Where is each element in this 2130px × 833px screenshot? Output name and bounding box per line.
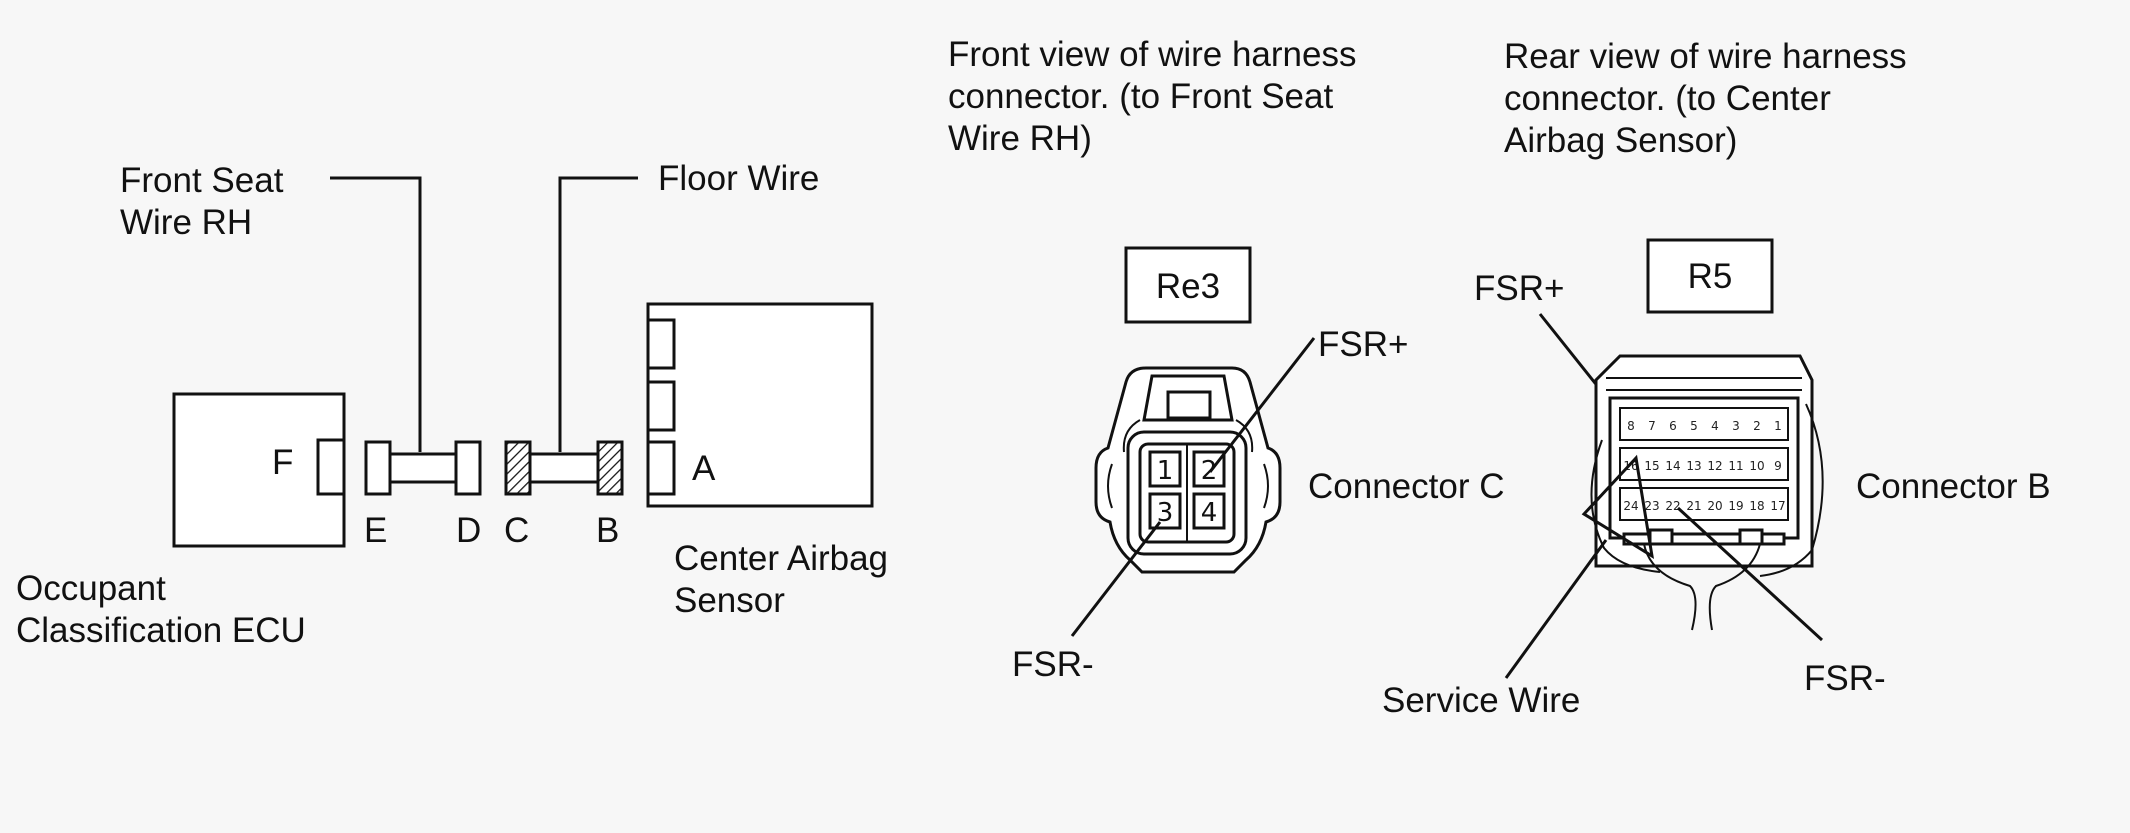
r5-pin-22: 22 — [1665, 499, 1680, 513]
r5-pin-9: 9 — [1774, 459, 1782, 473]
connector-a-port — [646, 440, 676, 496]
connector-d — [454, 440, 482, 496]
re3-pin-1: 1 — [1157, 456, 1174, 486]
r5-pin-6: 6 — [1669, 419, 1677, 433]
r5-pin-row-1-frame — [1619, 407, 1789, 441]
r5-fsr-plus-label: FSR+ — [1474, 269, 1564, 308]
r5-pin-11: 11 — [1728, 459, 1743, 473]
system-overview: Front Seat Wire RH Floor Wire F E D C B — [16, 159, 888, 650]
floor-wire-harness — [528, 452, 600, 484]
re3-connector-name: Connector C — [1308, 467, 1504, 506]
connector-f-port — [316, 438, 346, 496]
r5-wire-bundle — [1643, 543, 1761, 631]
floor-wire-label: Floor Wire — [658, 159, 819, 198]
re3-pin-4: 4 — [1201, 498, 1218, 528]
r5-code-box — [1646, 238, 1774, 314]
r5-fsr-minus-leader — [1676, 506, 1824, 642]
r5-pin-13: 13 — [1686, 459, 1701, 473]
r5-foot-left — [1648, 528, 1674, 546]
r5-pin-14: 14 — [1665, 459, 1680, 473]
service-wire-leader — [1504, 539, 1608, 679]
r5-fsr-minus-label: FSR- — [1804, 659, 1886, 698]
re3-pin-1-cell — [1148, 450, 1182, 488]
occupant-ecu-label-line2: Classification ECU — [16, 611, 306, 650]
connector-d-label: D — [456, 511, 481, 550]
r5-pin-4: 4 — [1711, 419, 1719, 433]
re3-fsr-plus-label: FSR+ — [1318, 325, 1408, 364]
re3-code-box — [1124, 246, 1252, 324]
r5-pin-19: 19 — [1728, 499, 1743, 513]
r5-connector-name: Connector B — [1856, 467, 2051, 506]
r5-pin-10: 10 — [1749, 459, 1764, 473]
rear-view-panel: Rear view of wire harness connector. (to… — [1382, 37, 2051, 720]
r5-pin-12: 12 — [1707, 459, 1722, 473]
re3-fsr-plus-leader — [1208, 337, 1316, 473]
r5-pin-15: 15 — [1644, 459, 1659, 473]
center-airbag-label-line1: Center Airbag — [674, 539, 888, 578]
front-seat-wire-harness — [388, 452, 458, 484]
r5-pin-7: 7 — [1648, 419, 1656, 433]
connector-e-label: E — [364, 511, 387, 550]
front-seat-wire-label-line2: Wire RH — [120, 203, 252, 242]
front-view-caption-line2: connector. (to Front Seat — [948, 77, 1333, 116]
floor-wire-leader — [558, 176, 638, 452]
r5-pin-5: 5 — [1690, 419, 1698, 433]
front-seat-wire-leader — [330, 176, 422, 452]
occupant-ecu-label-line1: Occupant — [16, 569, 166, 608]
front-view-panel: Front view of wire harness connector. (t… — [948, 35, 1504, 684]
r5-pin-row-3-frame — [1619, 487, 1789, 521]
re3-pin-2-cell — [1192, 450, 1226, 488]
r5-pin-row-2-frame — [1619, 447, 1789, 481]
front-view-caption-line1: Front view of wire harness — [948, 35, 1356, 74]
connector-c — [504, 440, 532, 496]
re3-latch-tab — [1166, 390, 1212, 420]
re3-latch-arms — [1122, 419, 1254, 453]
rear-view-caption-line1: Rear view of wire harness — [1504, 37, 1907, 76]
r5-pin-23: 23 — [1644, 499, 1659, 513]
r5-pin-21: 21 — [1686, 499, 1701, 513]
connector-a-label: A — [692, 449, 716, 488]
r5-pin-17: 17 — [1770, 499, 1785, 513]
center-airbag-label-line2: Sensor — [674, 581, 785, 620]
r5-code-label: R5 — [1688, 257, 1733, 296]
r5-pin-8: 8 — [1627, 419, 1635, 433]
re3-code-label: Re3 — [1156, 267, 1220, 306]
re3-pin-4-cell — [1192, 492, 1226, 530]
center-airbag-sensor-box — [646, 302, 874, 508]
service-wire-loop — [1581, 454, 1655, 560]
r5-foot-right — [1738, 528, 1764, 546]
r5-pin-grid: 8 7 6 5 4 3 2 1 16 15 14 13 12 11 10 9 2… — [1619, 407, 1789, 521]
rear-view-caption-line3: Airbag Sensor) — [1504, 121, 1737, 160]
re3-pin-3-cell — [1148, 492, 1182, 530]
service-wire-label: Service Wire — [1382, 681, 1580, 720]
sensor-port-2 — [646, 380, 676, 432]
re3-fsr-minus-leader — [1070, 521, 1162, 637]
re3-fsr-minus-label: FSR- — [1012, 645, 1094, 684]
rear-view-caption-line2: connector. (to Center — [1504, 79, 1831, 118]
r5-pin-frame — [1608, 396, 1800, 540]
r5-pin-20: 20 — [1707, 499, 1722, 513]
connector-c-label: C — [504, 511, 529, 550]
r5-pin-1: 1 — [1774, 419, 1782, 433]
r5-pin-18: 18 — [1749, 499, 1764, 513]
front-view-caption-line3: Wire RH) — [948, 119, 1092, 158]
sensor-port-1 — [646, 318, 676, 370]
connector-b — [596, 440, 624, 496]
r5-side-wires — [1590, 403, 1824, 577]
r5-pin-24: 24 — [1623, 499, 1638, 513]
connector-b-label: B — [596, 511, 619, 550]
r5-pin-2: 2 — [1753, 419, 1761, 433]
re3-side-ribs — [1107, 463, 1269, 509]
r5-pin-3: 3 — [1732, 419, 1740, 433]
front-seat-wire-label-line1: Front Seat — [120, 161, 284, 200]
re3-pin-3: 3 — [1157, 498, 1174, 528]
connector-f-label: F — [272, 443, 293, 482]
connector-e — [364, 440, 392, 496]
